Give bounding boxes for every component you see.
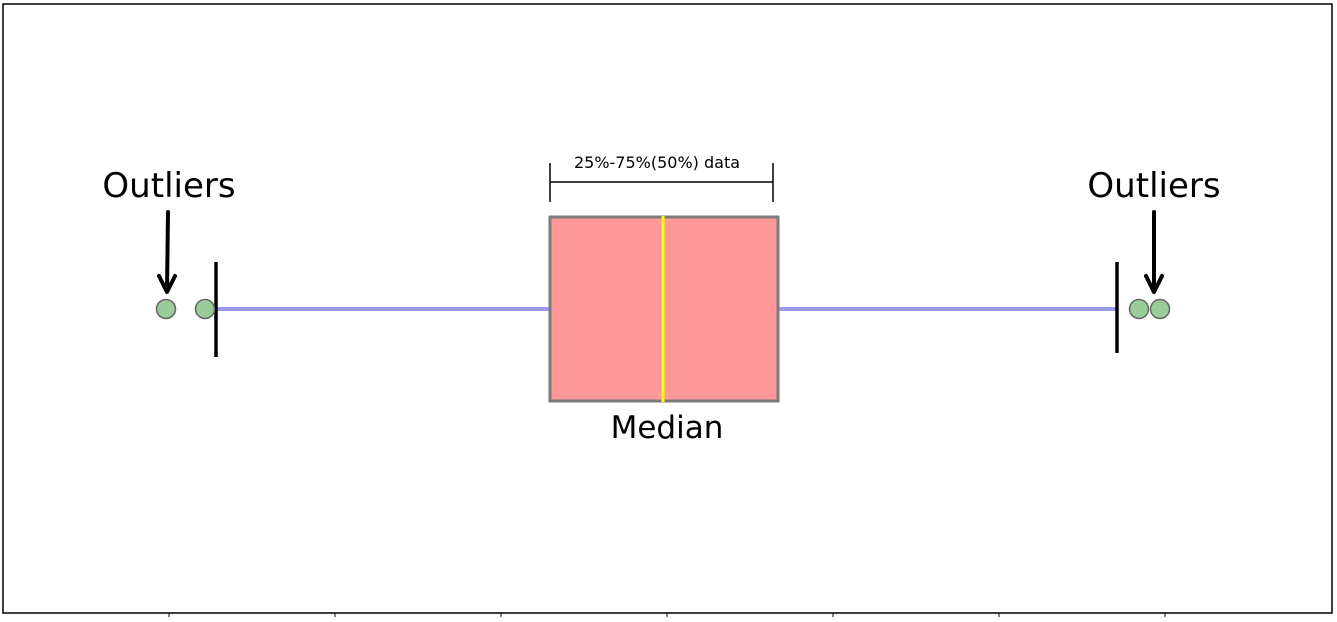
outlier-point <box>1128 298 1150 320</box>
x-axis-ticks <box>168 613 1166 617</box>
outlier-point <box>155 298 177 320</box>
outlier-point <box>194 298 216 320</box>
outliers-label-right: Outliers <box>1087 166 1220 206</box>
arrow-right <box>1144 210 1164 294</box>
outliers-label-left: Outliers <box>102 166 235 206</box>
arrow-left <box>157 210 177 294</box>
iqr-bracket <box>549 163 774 202</box>
outlier-point <box>1149 298 1171 320</box>
iqr-bracket-label: 25%-75%(50%) data <box>574 153 740 172</box>
median-label: Median <box>611 410 724 446</box>
